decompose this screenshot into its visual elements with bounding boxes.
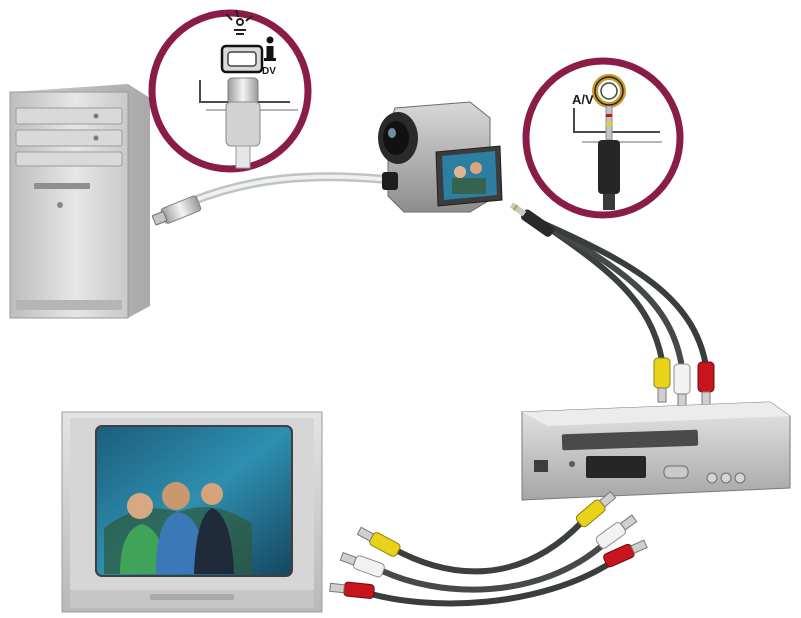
dv-port-callout: DV [148,9,312,173]
tv-picture-people [104,482,252,574]
av-cable-camera-to-vcr [509,202,715,409]
firewire-icon [225,9,253,35]
av-minijack-closeup [598,105,620,210]
av-port-socket [592,74,626,108]
vcr-deck [521,401,791,501]
av-minijack-plug [509,202,555,237]
dv-port-socket [220,44,264,74]
television [61,411,323,613]
rca-plug-yellow-tv [356,526,401,557]
rca-plug-white [673,363,691,409]
info-icon [264,36,276,61]
rca-plug-yellow [653,357,671,403]
rca-plug-white-tv [339,552,385,578]
dv-port-label: DV [262,66,276,77]
av-port-label: A/V [572,92,594,107]
firewire-cable [151,172,397,226]
firewire-plug [151,195,202,226]
computer-tower [9,84,150,319]
rca-plug-yellow-vcr [575,490,617,528]
av-port-callout: A/V [522,57,684,219]
rca-cable-tv-to-vcr [329,490,648,607]
firewire-plug-closeup [225,77,261,169]
camcorder [378,101,503,213]
rca-plug-red-tv [329,581,375,599]
rca-plug-red [697,361,715,407]
rca-plug-red-vcr [603,539,648,568]
rca-plug-white-vcr [595,514,638,549]
